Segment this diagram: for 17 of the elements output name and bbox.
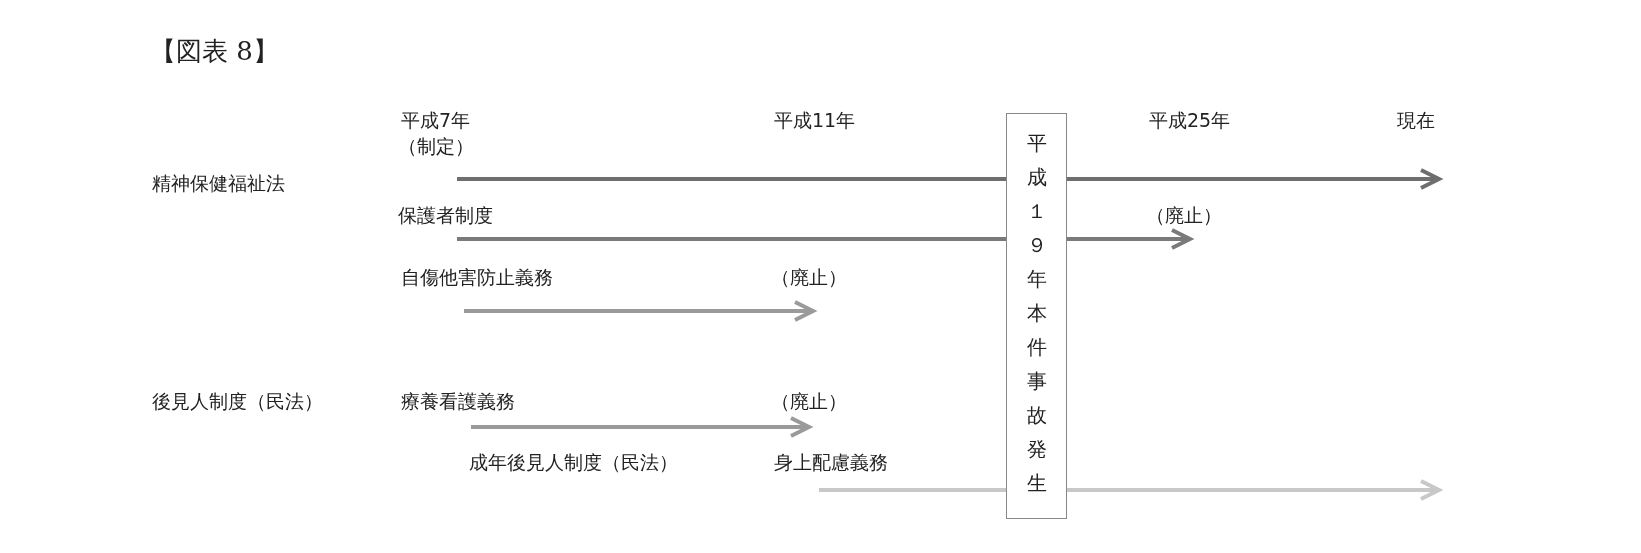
row-heading: 後見人制度（民法） [152, 389, 323, 413]
item-label: 身上配慮義務 [774, 450, 888, 474]
note-label: （制定） [398, 134, 474, 158]
item-label: 保護者制度 [398, 203, 493, 227]
note-label: （廃止） [1146, 203, 1222, 227]
row-heading: 精神保健福祉法 [152, 171, 285, 195]
year-label: 平成7年 [401, 108, 471, 132]
note-label: （廃止） [771, 265, 847, 289]
figure-title: 【図表 8】 [150, 35, 279, 68]
year-label: 平成11年 [774, 108, 856, 132]
year-label: 現在 [1397, 108, 1435, 132]
item-label: 自傷他害防止義務 [401, 265, 553, 289]
item-label: 療養看護義務 [401, 389, 515, 413]
item-label: 成年後見人制度（民法） [469, 450, 678, 474]
year-label: 平成25年 [1149, 108, 1231, 132]
event-box: 平成１９年本件事故発生 [1006, 113, 1067, 519]
note-label: （廃止） [771, 389, 847, 413]
